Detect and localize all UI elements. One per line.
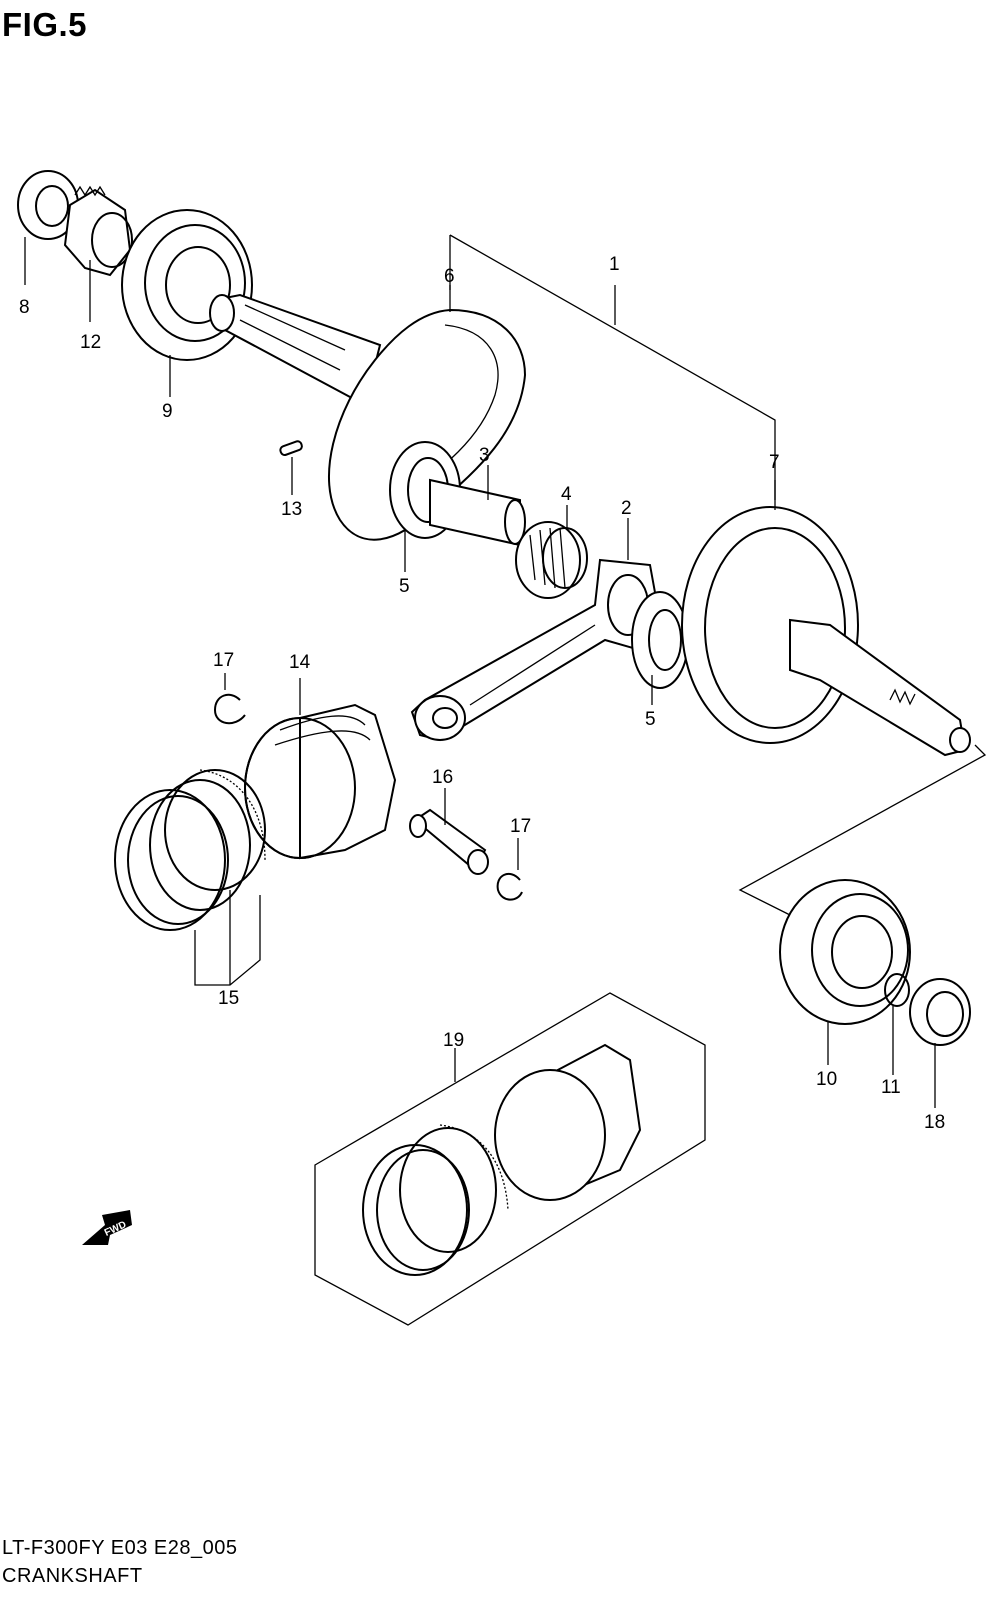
callout-1: 1 <box>609 254 620 275</box>
callout-5-right: 5 <box>645 709 656 730</box>
part-17-clip-right <box>496 838 523 901</box>
callout-8: 8 <box>19 297 30 318</box>
callout-17-right: 17 <box>510 816 531 837</box>
callout-15: 15 <box>218 988 239 1009</box>
part-15-piston-rings <box>114 769 266 986</box>
callout-19: 19 <box>443 1030 464 1051</box>
figure-title: FIG.5 <box>2 6 88 43</box>
callout-2: 2 <box>621 498 632 519</box>
part-8-oil-seal <box>17 170 79 285</box>
part-11-o-ring <box>884 973 910 1075</box>
fwd-arrow-icon: FWD <box>82 1210 132 1245</box>
part-14-piston <box>244 678 397 860</box>
assembly-bracket-right <box>738 744 987 916</box>
part-13-key <box>279 440 303 495</box>
part-7-crank-web-right <box>681 480 859 744</box>
callout-14: 14 <box>289 652 311 673</box>
callout-16: 16 <box>432 767 453 788</box>
part-4-needle-bearing <box>515 505 588 599</box>
part-crank-shaft-right <box>789 618 971 757</box>
callout-10: 10 <box>816 1069 837 1090</box>
figure-code: LT-F300FY E03 E28_005 <box>2 1537 238 1559</box>
part-10-bearing <box>779 879 911 1065</box>
part-5-washer-right <box>631 591 689 705</box>
part-16-piston-pin <box>409 788 489 875</box>
part-18-oil-seal <box>909 978 971 1108</box>
part-12-gear <box>63 185 133 322</box>
callout-7: 7 <box>769 452 780 473</box>
callout-12: 12 <box>80 332 101 353</box>
figure-name: CRANKSHAFT <box>2 1565 143 1587</box>
callout-13: 13 <box>281 499 302 520</box>
part-6-crank-web-left <box>328 285 527 541</box>
callout-9: 9 <box>162 401 173 422</box>
callout-17-left: 17 <box>213 650 234 671</box>
callout-5-left: 5 <box>399 576 410 597</box>
callout-3: 3 <box>479 445 490 466</box>
part-17-clip-left <box>213 673 246 725</box>
callout-18: 18 <box>924 1112 945 1133</box>
callout-4: 4 <box>561 484 572 505</box>
part-19-piston-kit <box>314 992 706 1326</box>
callout-6: 6 <box>444 266 455 287</box>
callout-11: 11 <box>881 1077 901 1098</box>
assembly-bracket-1 <box>449 234 776 500</box>
